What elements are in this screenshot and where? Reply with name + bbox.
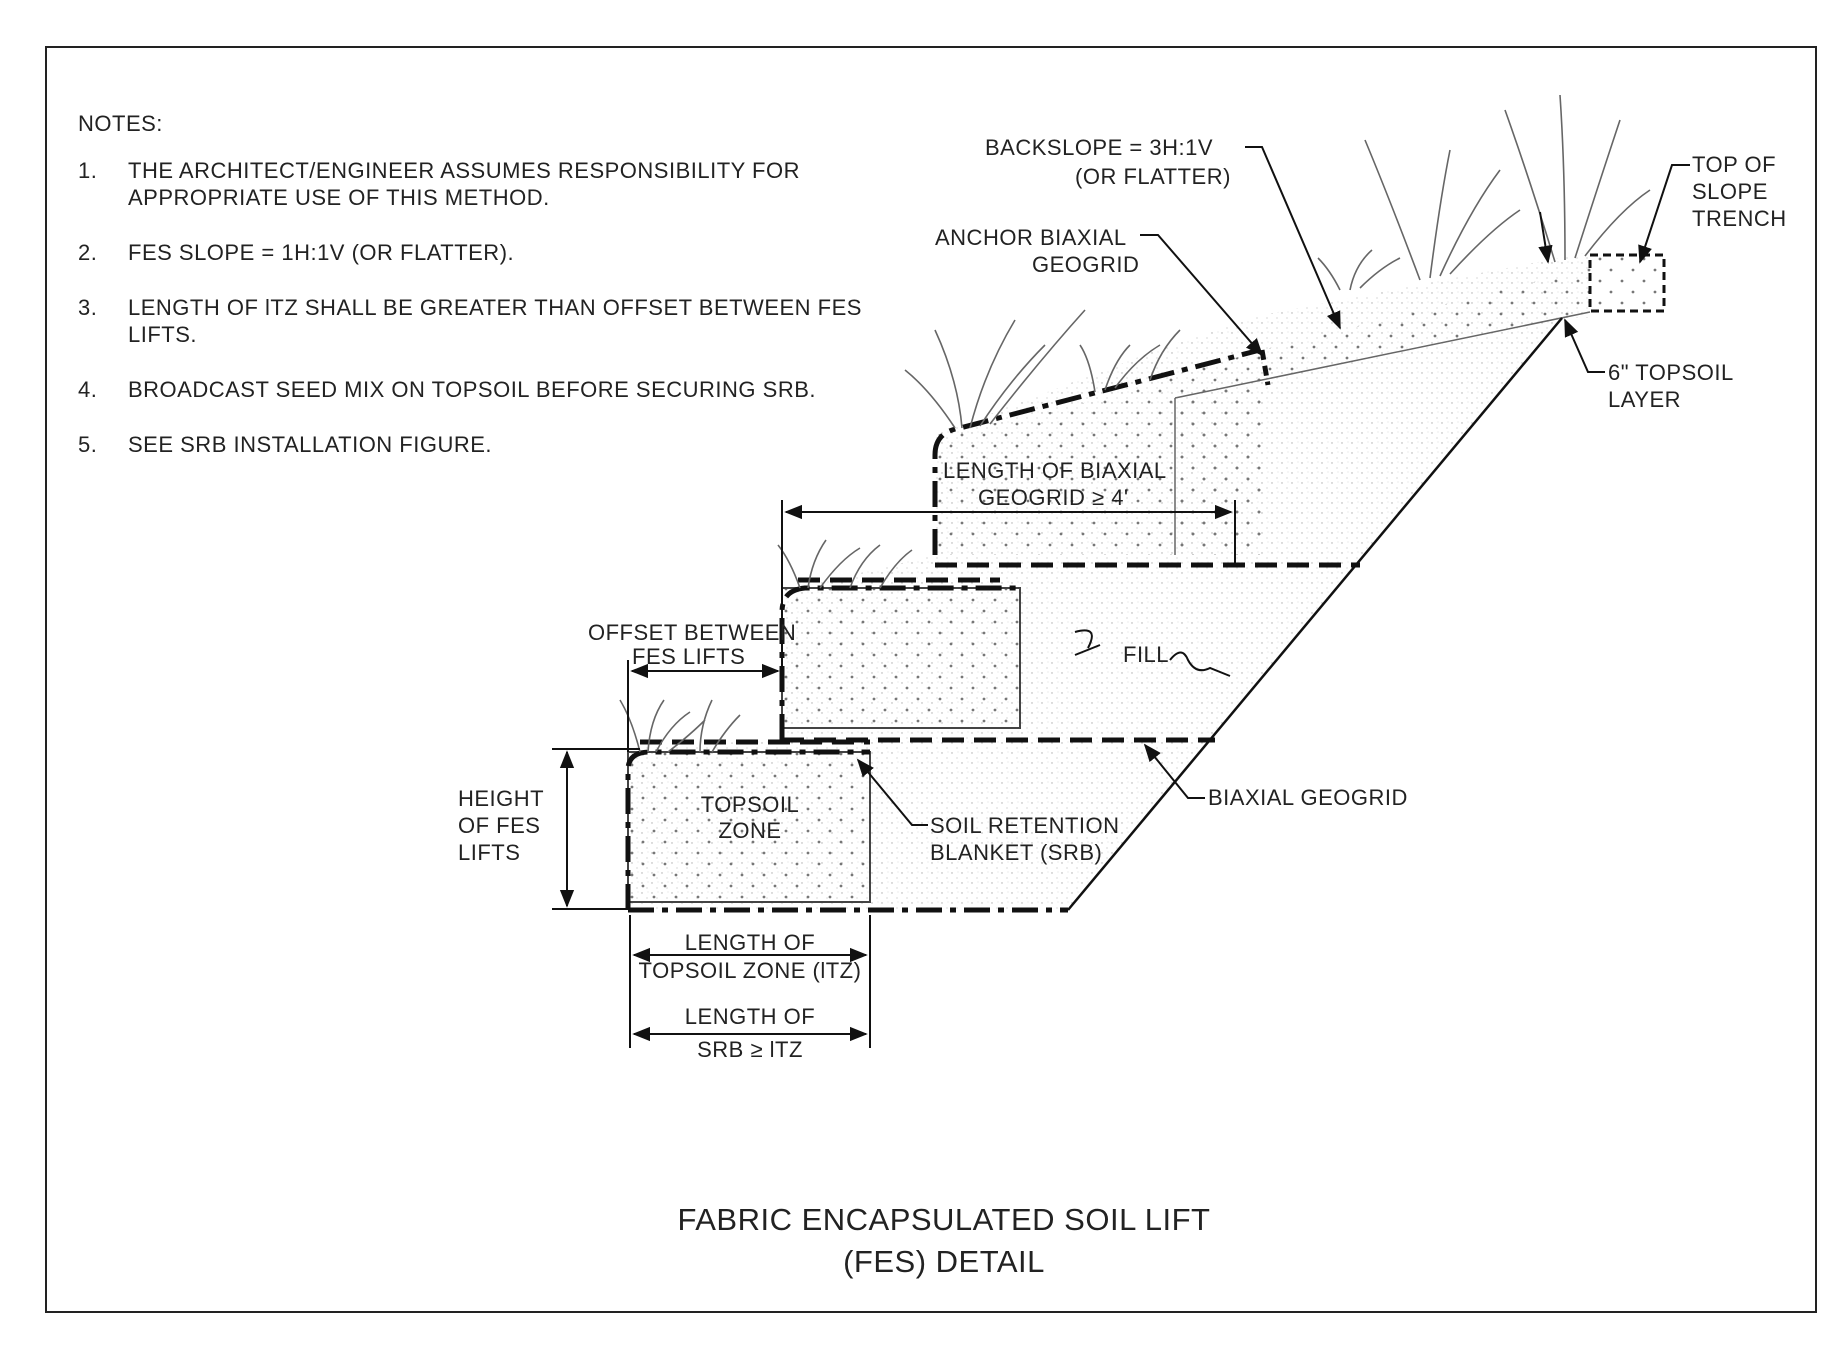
height-label: HEIGHT <box>458 786 544 811</box>
note-number: 2. <box>78 240 98 265</box>
note-number: 1. <box>78 158 98 183</box>
topsoil-layer <box>1175 268 1590 555</box>
note-item: 3. LENGTH OF lTZ SHALL BE GREATER THAN O… <box>78 294 878 348</box>
fill-zone <box>628 252 1590 910</box>
drawing-title-2: (FES) DETAIL <box>843 1244 1045 1279</box>
top-of-slope-trench <box>1588 253 1666 313</box>
note-number: 5. <box>78 432 98 457</box>
srb-length-label-2: SRB ≥ lTZ <box>697 1037 803 1062</box>
biaxial-geogrid-label: BIAXIAL GEOGRID <box>1208 785 1408 810</box>
note-text: FES SLOPE = 1H:1V (OR FLATTER). <box>128 240 515 265</box>
topsoil-zone-length-label: LENGTH OF <box>685 930 815 955</box>
srb-label: SOIL RETENTION <box>930 813 1120 838</box>
topsoil-layer-label-2: LAYER <box>1608 387 1681 412</box>
note-number: 3. <box>78 295 98 320</box>
trench-label-2: SLOPE <box>1692 179 1768 204</box>
srb-length-label: LENGTH OF <box>685 1004 815 1029</box>
drawing-frame <box>45 46 1817 1313</box>
anchor-geogrid-leader <box>1140 234 1264 357</box>
notes-heading: NOTES: <box>78 111 163 136</box>
height-label-3: LIFTS <box>458 840 520 865</box>
fill-squiggle-icon <box>1074 629 1231 677</box>
topsoil-zone-label-2: ZONE <box>718 818 781 843</box>
backslope-label-2: (OR FLATTER) <box>1075 164 1231 189</box>
topsoil-layer-leader <box>1564 318 1605 373</box>
topsoil-layer-label: 6" TOPSOIL <box>1608 360 1734 385</box>
note-number: 4. <box>78 377 98 402</box>
biaxial-geogrid-leader <box>1143 743 1205 799</box>
trench-label-3: TRENCH <box>1692 206 1787 231</box>
height-label-2: OF FES <box>458 813 540 838</box>
srb-lift-1 <box>625 749 870 910</box>
note-text: THE ARCHITECT/ENGINEER ASSUMES RESPONSIB… <box>128 158 800 210</box>
topsoil-zone-lift-2 <box>781 587 1021 729</box>
trench-leader-2 <box>1538 211 1553 264</box>
geogrid-length-label-2: GEOGRID ≥ 4' <box>978 485 1129 510</box>
backslope-label: BACKSLOPE = 3H:1V <box>985 135 1213 160</box>
note-item: 1. THE ARCHITECT/ENGINEER ASSUMES RESPON… <box>78 157 878 211</box>
backslope-leader <box>1245 146 1341 330</box>
geogrid-length-label: LENGTH OF BIAXIAL <box>943 458 1167 483</box>
note-item: 5. SEE SRB INSTALLATION FIGURE. <box>78 431 878 458</box>
offset-label-2: FES LIFTS <box>632 644 745 669</box>
trench-label: TOP OF <box>1692 152 1776 177</box>
note-item: 2. FES SLOPE = 1H:1V (OR FLATTER). <box>78 239 878 266</box>
note-text: SEE SRB INSTALLATION FIGURE. <box>128 432 493 457</box>
note-text: BROADCAST SEED MIX ON TOPSOIL BEFORE SEC… <box>128 377 816 402</box>
anchor-geogrid-label-2: GEOGRID <box>1032 252 1139 277</box>
fill-slope-line <box>1067 317 1563 911</box>
topsoil-zone-length-label-2: TOPSOIL ZONE (lTZ) <box>639 958 862 983</box>
srb-lift-3 <box>932 347 1261 555</box>
anchor-geogrid-label: ANCHOR BIAXIAL <box>935 225 1127 250</box>
topsoil-zone-label: TOPSOIL <box>701 792 799 817</box>
drawing-title: FABRIC ENCAPSULATED SOIL LIFT <box>677 1202 1210 1237</box>
trench-leader <box>1638 164 1690 264</box>
note-text: LENGTH OF lTZ SHALL BE GREATER THAN OFFS… <box>128 295 862 347</box>
srb-leader <box>856 758 928 826</box>
srb-lift-2 <box>779 585 1022 740</box>
vegetation-icon <box>619 94 1651 753</box>
note-item: 4. BROADCAST SEED MIX ON TOPSOIL BEFORE … <box>78 376 878 403</box>
fill-label: FILL <box>1123 642 1169 667</box>
notes-block: NOTES: 1. THE ARCHITECT/ENGINEER ASSUMES… <box>78 110 878 486</box>
offset-label: OFFSET BETWEEN <box>588 620 796 645</box>
srb-label-2: BLANKET (SRB) <box>930 840 1102 865</box>
